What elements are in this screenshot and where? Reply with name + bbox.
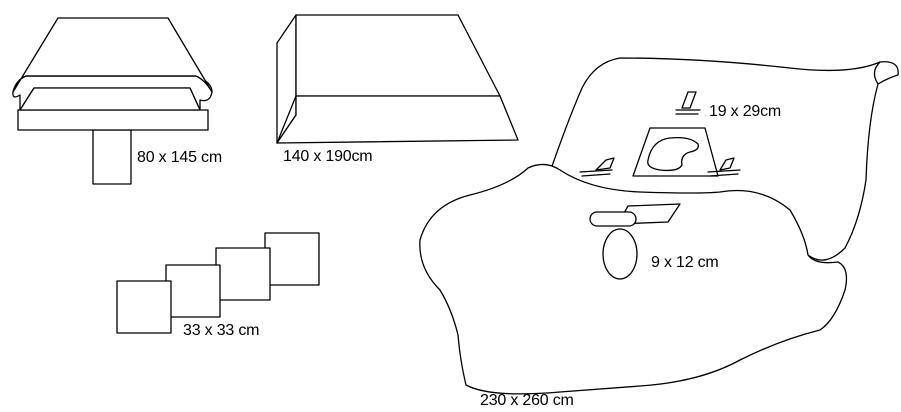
towel-3 — [215, 247, 271, 301]
drape-front — [419, 163, 848, 395]
pouch-size-label: 9 x 12 cm — [651, 254, 719, 271]
main-drape-size-label: 230 x 260 cm — [480, 392, 574, 409]
incise-film-size-label: 19 x 29cm — [709, 103, 782, 120]
towels-illustration — [116, 232, 320, 334]
towel-1 — [116, 280, 172, 334]
fenestration-opening — [647, 136, 699, 172]
back-table-cover-illustration — [276, 14, 519, 144]
table-top — [295, 14, 501, 97]
towel-2 — [165, 264, 221, 318]
back-table-cover-size-label: 140 x 190cm — [283, 148, 373, 165]
towels-size-label: 33 x 33 cm — [183, 322, 260, 339]
tape-tab-top — [681, 91, 697, 109]
tray-top — [19, 87, 201, 111]
table-cover-size-label: 80 x 145 cm — [137, 149, 222, 166]
table-skirt — [276, 95, 519, 144]
tray-front — [17, 109, 209, 131]
pouch — [602, 228, 638, 280]
towel-4 — [264, 232, 320, 286]
stand-post — [92, 129, 132, 185]
tape-tab-left — [595, 157, 615, 171]
tape-tab-right — [719, 157, 735, 171]
incise-roll — [589, 211, 637, 227]
main-drape-illustration — [419, 57, 899, 395]
mayo-stand-cover-illustration — [12, 17, 213, 185]
